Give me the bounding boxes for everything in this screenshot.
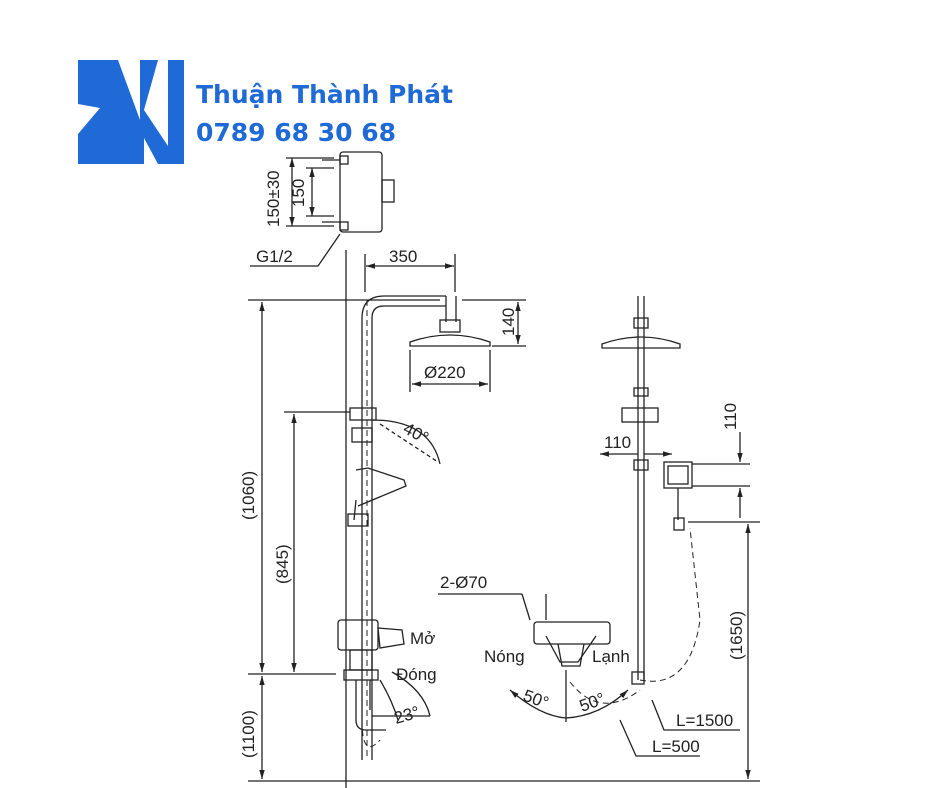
dim-thread: G1/2 [256,247,293,266]
dim-escutcheon: 2-Ø70 [440,573,487,592]
dim-hose-short: L=500 [652,737,700,756]
dim-inlet-range: 150±30 [264,170,283,227]
dim-holder-height: 110 [721,403,740,430]
dim-total-height: (1060) [239,471,258,520]
brand-phone: 0789 68 30 68 [196,118,397,147]
dim-holder-width: 110 [604,433,631,452]
dim-rotation-left: 50° [521,686,552,713]
dim-handle-angle: 23° [392,702,422,727]
dim-slide-bar: (845) [273,544,292,584]
brand-logo-icon [78,60,184,164]
dim-head-diameter: Ø220 [424,363,466,382]
dim-head-height: 140 [499,308,518,336]
dim-hose-long: L=1500 [676,711,733,730]
brand-name: Thuận Thành Phát [196,80,453,109]
label-hot: Nóng [484,647,525,666]
label-close: Đóng [396,665,437,684]
dim-mixer-height: (1100) [239,710,258,758]
dim-inlet: 150 [289,179,308,207]
dim-arm-length: 350 [389,247,417,266]
dim-handshower-height: (1650) [727,611,746,660]
dim-swivel-angle: 40° [400,419,432,448]
label-cold: Lạnh [592,647,630,666]
label-open: Mở [410,629,435,648]
dim-rotation-right: 50° [577,689,608,716]
